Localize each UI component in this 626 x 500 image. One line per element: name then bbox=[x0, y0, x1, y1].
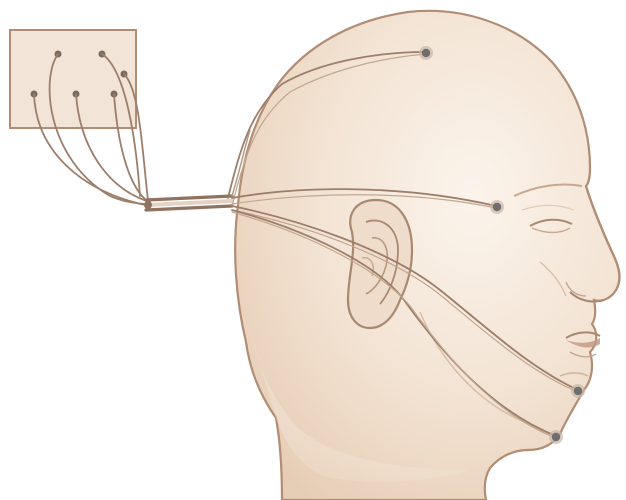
electrode-cable-junction bbox=[144, 201, 152, 209]
cable-bundle-highlight bbox=[146, 201, 232, 205]
cable-bundle bbox=[146, 206, 232, 210]
electrode-scalp bbox=[419, 46, 433, 60]
connector-box bbox=[10, 30, 136, 128]
electrode-jaw bbox=[549, 430, 563, 444]
connector-panel bbox=[10, 30, 136, 128]
cable-bundle bbox=[146, 196, 232, 200]
head bbox=[235, 11, 619, 500]
electrode-brow bbox=[490, 200, 504, 214]
electrode-chin bbox=[571, 384, 585, 398]
